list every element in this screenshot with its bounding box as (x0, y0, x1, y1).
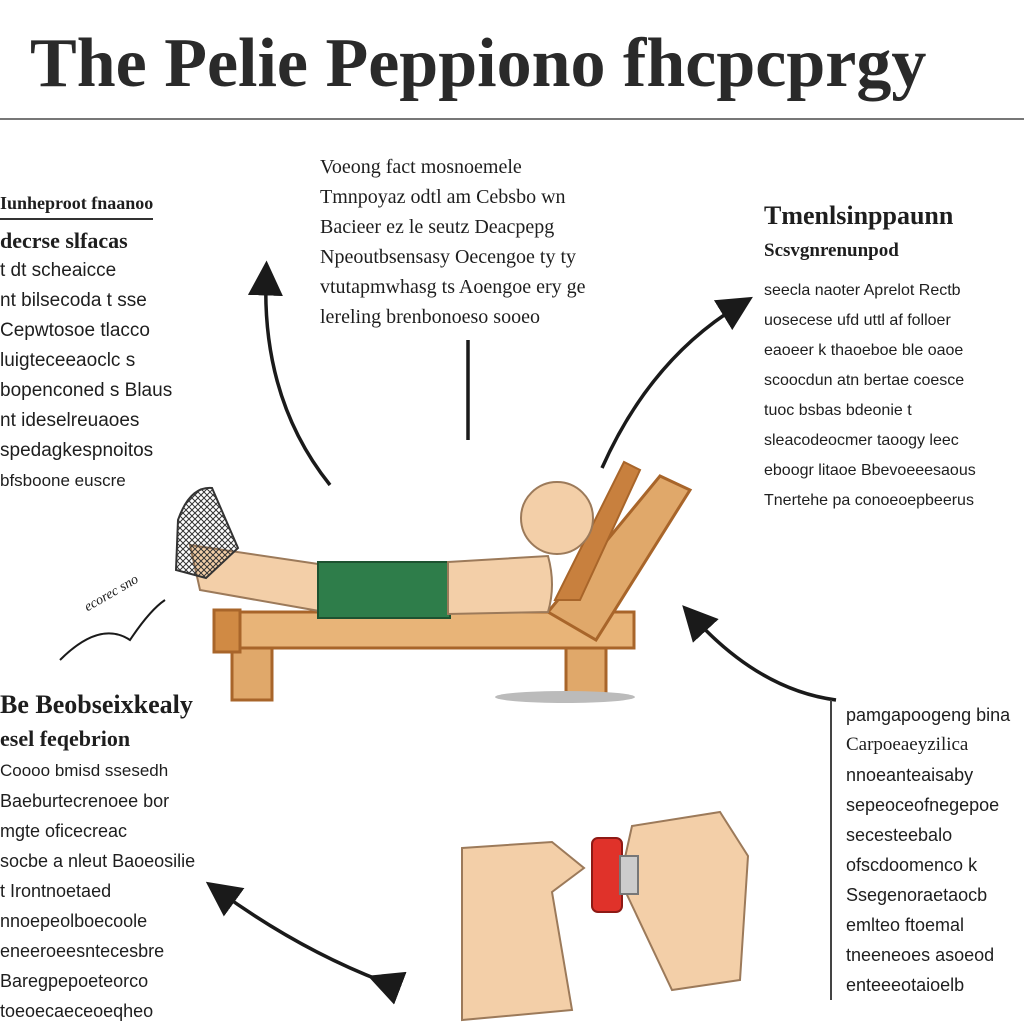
top-right-heading: Tmenlsinppaunn (764, 201, 954, 230)
top-left-text: Iunheproot fnaanoo decrse slfacas t dt s… (0, 188, 190, 496)
bottom-right-line: enteeeotaioelb (846, 975, 965, 995)
bottom-left-text: Be Beobseixkealy esel feqebrion Coooo bm… (0, 688, 230, 1026)
bottom-left-line: Coooo bmisd ssesedh (0, 761, 169, 780)
arrows (205, 260, 837, 1005)
top-left-line: decrse slfacas (0, 228, 128, 253)
top-right-line: Tnertehe pa conoeoepbeerus (764, 492, 974, 509)
top-center-text: Voeong fact mosnoemele Tmnpoyaz odtl am … (320, 152, 586, 332)
top-right-line: seecla naoter Aprelot Rectb (764, 282, 961, 299)
bottom-right-line: sepeoceofnegepoe (846, 795, 1000, 815)
top-right-line: sleacodeocmer taoogy leec (764, 432, 959, 449)
top-left-heading: Iunheproot fnaanoo (0, 188, 154, 220)
top-left-line: Cepwtosoe tlacco (0, 320, 150, 341)
hands-with-weight (461, 810, 750, 1022)
left-hand (461, 840, 586, 1022)
bottom-left-line: eneeroeesntecesbre (0, 941, 165, 961)
bottom-left-line: toeoecaeceoeqheo (0, 1001, 154, 1021)
top-right-line: scoocdun atn bertae coesce (764, 372, 965, 389)
bottom-right-line: nnoeanteaisaby (846, 765, 974, 785)
weight-handle (619, 855, 639, 895)
doodle-squiggle (59, 599, 166, 661)
bottom-right-line: secesteebalo (846, 825, 953, 845)
patient-torso (447, 554, 553, 616)
top-left-line: bopenconed s Blaus (0, 380, 173, 401)
top-left-line: t dt scheaicce (0, 260, 117, 281)
patient-shorts (317, 561, 451, 619)
bottom-left-line: Baregpepoeteorco (0, 971, 149, 991)
bottom-left-heading: Be Beobseixkealy (0, 690, 193, 719)
bottom-right-line: ofscdoomenco k (846, 855, 978, 875)
top-right-line: tuoc bsbas bdeonie t (764, 402, 912, 419)
top-center-line: lereling brenbonoeso sooeo (320, 306, 540, 328)
bottom-left-line: Baeburtecrenoee bor (0, 791, 170, 811)
bottom-left-line: t Irontnoetaed (0, 881, 112, 901)
bench-backrest (545, 474, 693, 643)
bottom-right-line: Ssegenoraetaocb (846, 885, 988, 905)
patient-foot-wrap (174, 486, 240, 580)
bench-backrest-pad (553, 460, 642, 601)
bottom-right-text: pamgapoogeng bina Carpoeaeyzilica nnoean… (830, 700, 1022, 1000)
top-left-line: nt bilsecoda t sse (0, 290, 147, 311)
top-center-line: Tmnpoyaz odtl am Cebsbo wn (320, 186, 566, 208)
bench-leg-right (564, 640, 608, 702)
arrow-bench-pointer (682, 605, 837, 702)
bottom-left-line: mgte oficecreac (0, 821, 128, 841)
page-title: The Pelie Peppiono fhcpcprgy (30, 25, 927, 102)
top-left-line: nt ideselreuaoes (0, 410, 140, 431)
bottom-right-line: emlteo ftoemal (846, 915, 965, 935)
bottom-right-line: tneeneoes asoeod (846, 945, 995, 965)
title-divider (0, 118, 1024, 120)
red-weight (591, 837, 623, 913)
top-center-line: Npeoutbsensasy Oecengoe ty ty (320, 246, 577, 268)
top-right-text: Tmenlsinppaunn Scsvgnrenunpod seecla nao… (764, 198, 1020, 516)
bottom-left-subheading: esel feqebrion (0, 726, 131, 751)
bottom-right-line: Carpoeaeyzilica (846, 734, 969, 755)
patient-head (520, 481, 594, 555)
arrow-right-up (600, 296, 753, 469)
top-left-line: bfsboone euscre (0, 471, 126, 490)
bench-footrest (212, 608, 242, 654)
patient-figure (174, 481, 594, 619)
top-center-line: Voeong fact mosnoemele (320, 156, 522, 178)
arrow-bottom-double (205, 881, 407, 1005)
arrow-left-up (247, 260, 332, 487)
bottom-left-line: socbe a nleut Baoeosilie (0, 851, 196, 871)
top-right-line: eaoeer k thaoeboe ble oaoe (764, 342, 964, 359)
top-center-line: Bacieer ez le seutz Deacpepg (320, 216, 555, 238)
top-right-line: uosecese ufd uttl af folloer (764, 312, 951, 329)
right-hand (618, 810, 750, 992)
bottom-left-line: nnoepeolboecoole (0, 911, 148, 931)
bottom-right-line: pamgapoogeng bina (846, 705, 1011, 725)
top-center-line: vtutapmwhasg ts Aoengoe ery ge (320, 276, 586, 298)
top-right-line: eboogr litaoe Bbevoeeesaous (764, 462, 976, 479)
top-left-line: spedagkespnoitos (0, 440, 154, 461)
bench-shadow (495, 691, 635, 703)
top-right-subheading: Scsvgnrenunpod (764, 240, 899, 261)
top-left-line: luigteceeaoclc s (0, 350, 136, 371)
